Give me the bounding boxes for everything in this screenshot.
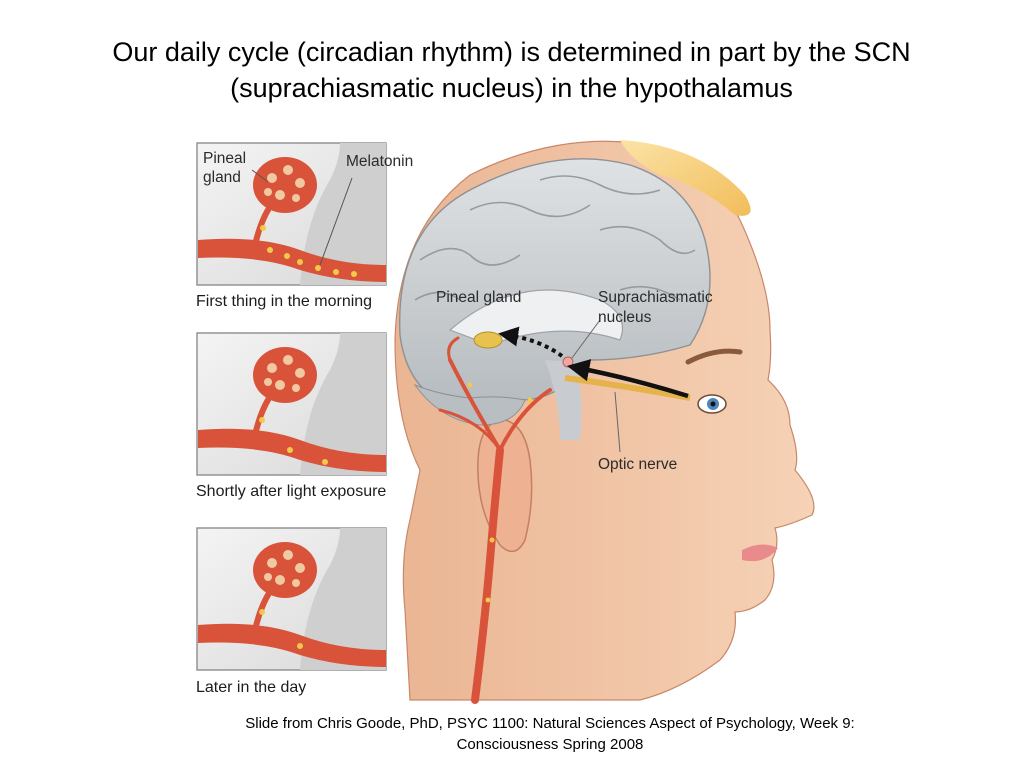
leader-optic [614, 391, 621, 453]
label-scn-line-2: nucleus [598, 309, 652, 326]
label-pineal-gland: Pineal gland [436, 289, 521, 306]
caption-later: Later in the day [196, 679, 306, 696]
pineal-gland-inset-3 [253, 542, 317, 598]
pineal-gland-inset-2 [253, 347, 317, 403]
lips [742, 544, 778, 562]
label-pineal-inset-line-2: gland [203, 169, 241, 186]
inset-tissue [300, 333, 386, 475]
eyebrow [685, 348, 743, 365]
hair [620, 140, 751, 216]
melatonin-dots-1 [260, 225, 357, 277]
leader-melatonin-inset [319, 177, 353, 266]
inset-tissue [300, 528, 386, 670]
inset-panel-morning: Pineal gland Melatonin [196, 142, 413, 286]
melatonin-dots-head [467, 382, 533, 603]
inset-tissue [300, 143, 386, 285]
title-line-2: (suprachiasmatic nucleus) in the hypotha… [230, 73, 793, 103]
label-pineal-inset-line-1: Pineal [203, 150, 246, 167]
inset-panel-later [196, 527, 387, 671]
arteries [438, 336, 552, 704]
pineal-gland-head [473, 331, 503, 349]
scn-marker [562, 356, 574, 368]
corpus-callosum [448, 289, 624, 346]
leader-pineal-inset [251, 169, 269, 183]
title-line-1: Our daily cycle (circadian rhythm) is de… [112, 37, 911, 67]
label-scn-line-1: Suprachiasmatic [598, 289, 713, 306]
light-input-arrow [566, 359, 689, 399]
inset-vessel [198, 238, 386, 282]
footer-line-1: Slide from Chris Goode, PhD, PSYC 1100: … [245, 715, 855, 732]
label-melatonin-inset: Melatonin [346, 153, 413, 170]
gyri [414, 175, 696, 301]
pupil [710, 401, 716, 407]
inset-panel-light [196, 332, 387, 476]
inset-vessel [198, 623, 386, 667]
caption-morning: First thing in the morning [196, 293, 372, 310]
pineal-gland-inset-1 [253, 157, 317, 213]
cerebellum [413, 383, 526, 426]
signal-dotted-arrow [498, 326, 564, 358]
melatonin-dots-3 [259, 609, 303, 649]
melatonin-dots-2 [259, 417, 328, 465]
label-optic-nerve: Optic nerve [598, 456, 677, 473]
leader-scn [571, 319, 601, 359]
caption-light: Shortly after light exposure [196, 483, 386, 500]
slide-title: Our daily cycle (circadian rhythm) is de… [0, 34, 1023, 106]
footer-line-2: Consciousness Spring 2008 [456, 736, 644, 753]
slide-footer: Slide from Chris Goode, PhD, PSYC 1100: … [150, 713, 950, 755]
